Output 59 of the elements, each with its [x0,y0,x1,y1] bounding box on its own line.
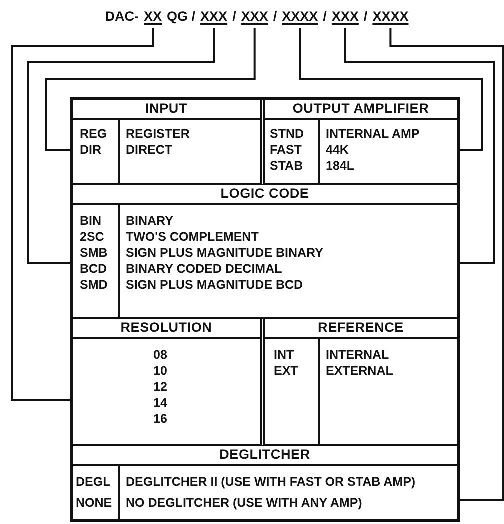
option-description: 44K [325,142,350,158]
section-heading: OUTPUT AMPLIFIER [265,100,457,120]
code-field: XXX [200,8,228,26]
option-description: SIGN PLUS MAGNITUDE BINARY [125,245,324,261]
option-description: REGISTER [125,126,191,142]
option-code: STND [269,126,306,142]
code-field: XXXX [282,8,318,26]
option-table-section [73,319,265,446]
code-field: XX [144,8,162,26]
part-number-text: QG / [167,8,196,26]
part-number-text: DAC- [105,8,140,26]
option-value: 10 [152,363,168,379]
connector-line [11,28,154,401]
part-number-text: / [323,8,327,26]
section-heading: REFERENCE [265,319,457,339]
connector-line [299,28,483,151]
option-code: INT [273,347,296,363]
connector-line [344,28,495,264]
part-number-text: / [232,8,236,26]
option-description: TWO'S COMPLEMENT [125,229,260,245]
option-code: FAST [269,142,303,158]
option-code: 2SC [79,229,106,245]
connector-line [390,28,504,501]
option-table-section [73,100,265,185]
code-field: XXXX [372,8,409,26]
section-heading: DEGLITCHER [73,446,457,466]
option-description: EXTERNAL [325,363,394,379]
option-description: 184L [325,158,356,174]
option-description: SIGN PLUS MAGNITUDE BCD [125,277,304,293]
option-value: 08 [152,347,168,363]
option-code: NONE [75,495,114,511]
section-heading: INPUT [73,100,260,120]
option-code: BIN [79,213,103,229]
option-code: DIR [79,142,103,158]
option-code: STAB [269,158,304,174]
option-description: DIRECT [125,142,174,158]
option-code: DEGL [75,474,112,490]
part-number-text: / [364,8,368,26]
option-description: BINARY [125,213,174,229]
option-value: 12 [152,379,168,395]
option-code: BCD [79,261,108,277]
part-number-text: / [273,8,278,26]
option-description: BINARY CODED DECIMAL [125,261,284,277]
option-value: 16 [152,411,168,427]
option-description: NO DEGLITCHER (USE WITH ANY AMP) [125,495,364,511]
connector-line [27,28,216,264]
code-field: XXX [241,8,268,26]
option-code: SMD [79,277,109,293]
code-field: XXX [332,8,359,26]
section-heading: RESOLUTION [73,319,260,339]
option-description: DEGLITCHER II (USE WITH FAST OR STAB AMP) [125,474,417,490]
option-description: INTERNAL AMP [325,126,421,142]
connector-line [45,28,256,151]
option-value: 14 [152,395,168,411]
option-code: SMB [79,245,109,261]
option-code: EXT [273,363,300,379]
section-heading: LOGIC CODE [73,185,457,205]
option-description: INTERNAL [325,347,390,363]
option-code: REG [79,126,108,142]
